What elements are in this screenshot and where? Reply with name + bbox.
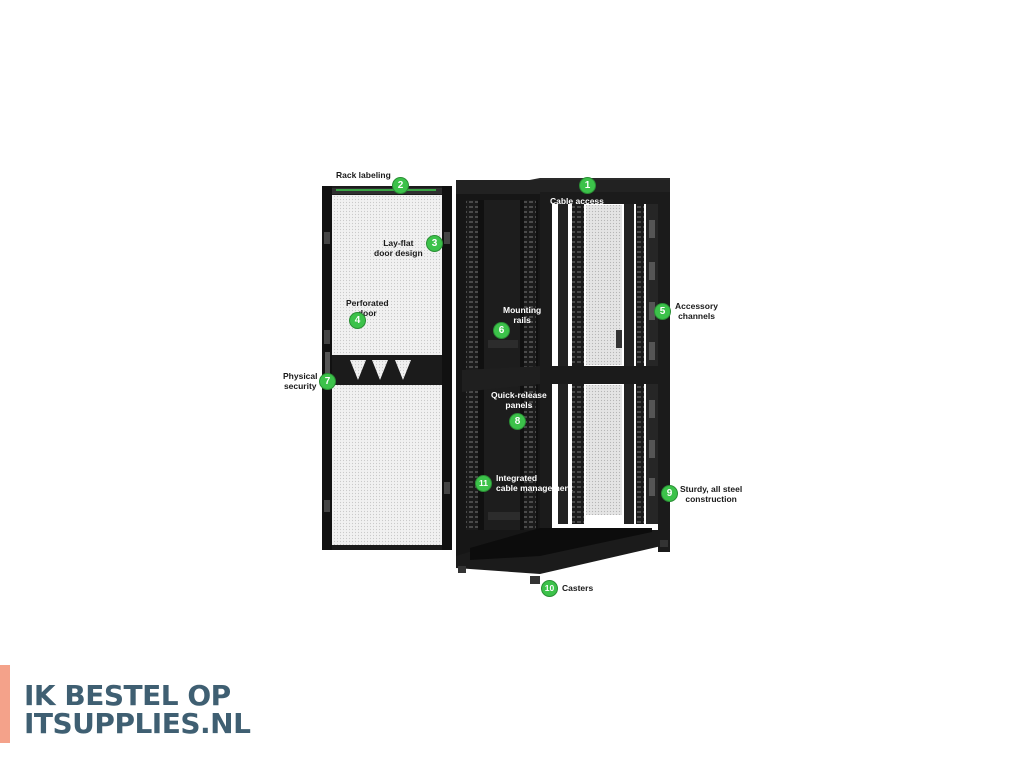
callout-9-badge: 9: [661, 485, 678, 502]
callout-3-label: Lay-flat door design: [374, 238, 423, 258]
callout-1-label: Cable access: [550, 196, 604, 206]
callout-8-label: Quick-release panels: [491, 390, 547, 410]
callout-10-label: Casters: [562, 583, 594, 593]
itsupplies-watermark: IK BESTEL OP ITSUPPLIES.NL: [0, 663, 251, 745]
callout-6-label: Mounting rails: [503, 305, 542, 325]
callout-1-badge: 1: [579, 177, 596, 194]
callout-4-badge: 4: [349, 312, 366, 329]
callout-7-label: Physical security: [283, 371, 318, 391]
watermark-line-1: IK BESTEL OP: [24, 679, 231, 712]
watermark-line-2: ITSUPPLIES.NL: [24, 707, 251, 740]
callout-5-badge: 5: [654, 303, 671, 320]
callout-10-badge: 10: [541, 580, 558, 597]
callout-5-label: Accessory channels: [675, 301, 719, 321]
callout-11-label: Integrated cable management: [496, 473, 573, 493]
callout-7-badge: 7: [319, 373, 336, 390]
watermark-accent-bar: [0, 665, 10, 743]
callout-11-badge: 11: [475, 475, 492, 492]
callout-2-label: Rack labeling: [336, 170, 391, 180]
rack-body: [456, 178, 670, 584]
callout-4-label: Perforated door: [346, 298, 389, 318]
callout-6-badge: 6: [493, 322, 510, 339]
callout-8-badge: 8: [509, 413, 526, 430]
callout-2-badge: 2: [392, 177, 409, 194]
callout-9-label: Sturdy, all steel construction: [680, 484, 743, 504]
callout-3-badge: 3: [426, 235, 443, 252]
